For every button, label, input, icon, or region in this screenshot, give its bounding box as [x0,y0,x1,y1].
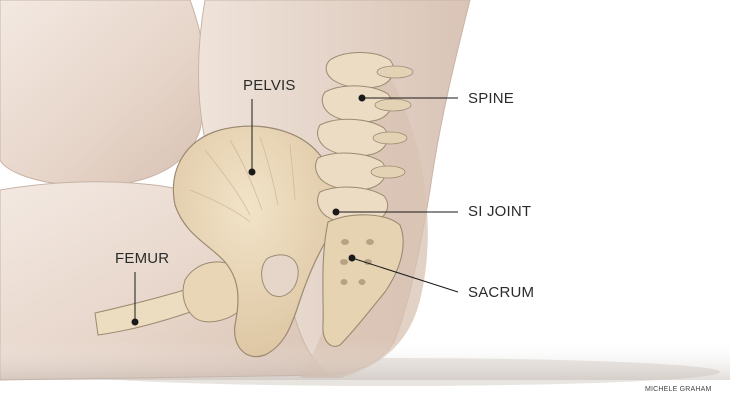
spine-dot [358,94,366,102]
pelvis-bone [172,125,341,358]
arm-shape [0,0,206,187]
leader-dots [131,94,366,326]
pelvis-dot [248,168,256,176]
sacral-foramina [340,239,374,285]
si-joint-label: SI JOINT [468,203,532,220]
sacrum-label: SACRUM [468,284,535,301]
sacrum-leader [351,257,459,293]
spine-processes [370,65,414,179]
si-joint-dot [332,208,340,216]
pelvis-texture [189,136,296,223]
leader-lines [134,97,459,322]
femur-label: FEMUR [115,250,170,267]
femur-dot [131,318,139,326]
floor-fade [0,340,730,380]
obturator-foramen [261,254,299,297]
spine-label: SPINE [468,90,515,107]
sacrum-dot [348,254,356,262]
pelvis-label: PELVIS [243,77,296,94]
artist-credit: MICHELE GRAHAM [645,386,712,393]
